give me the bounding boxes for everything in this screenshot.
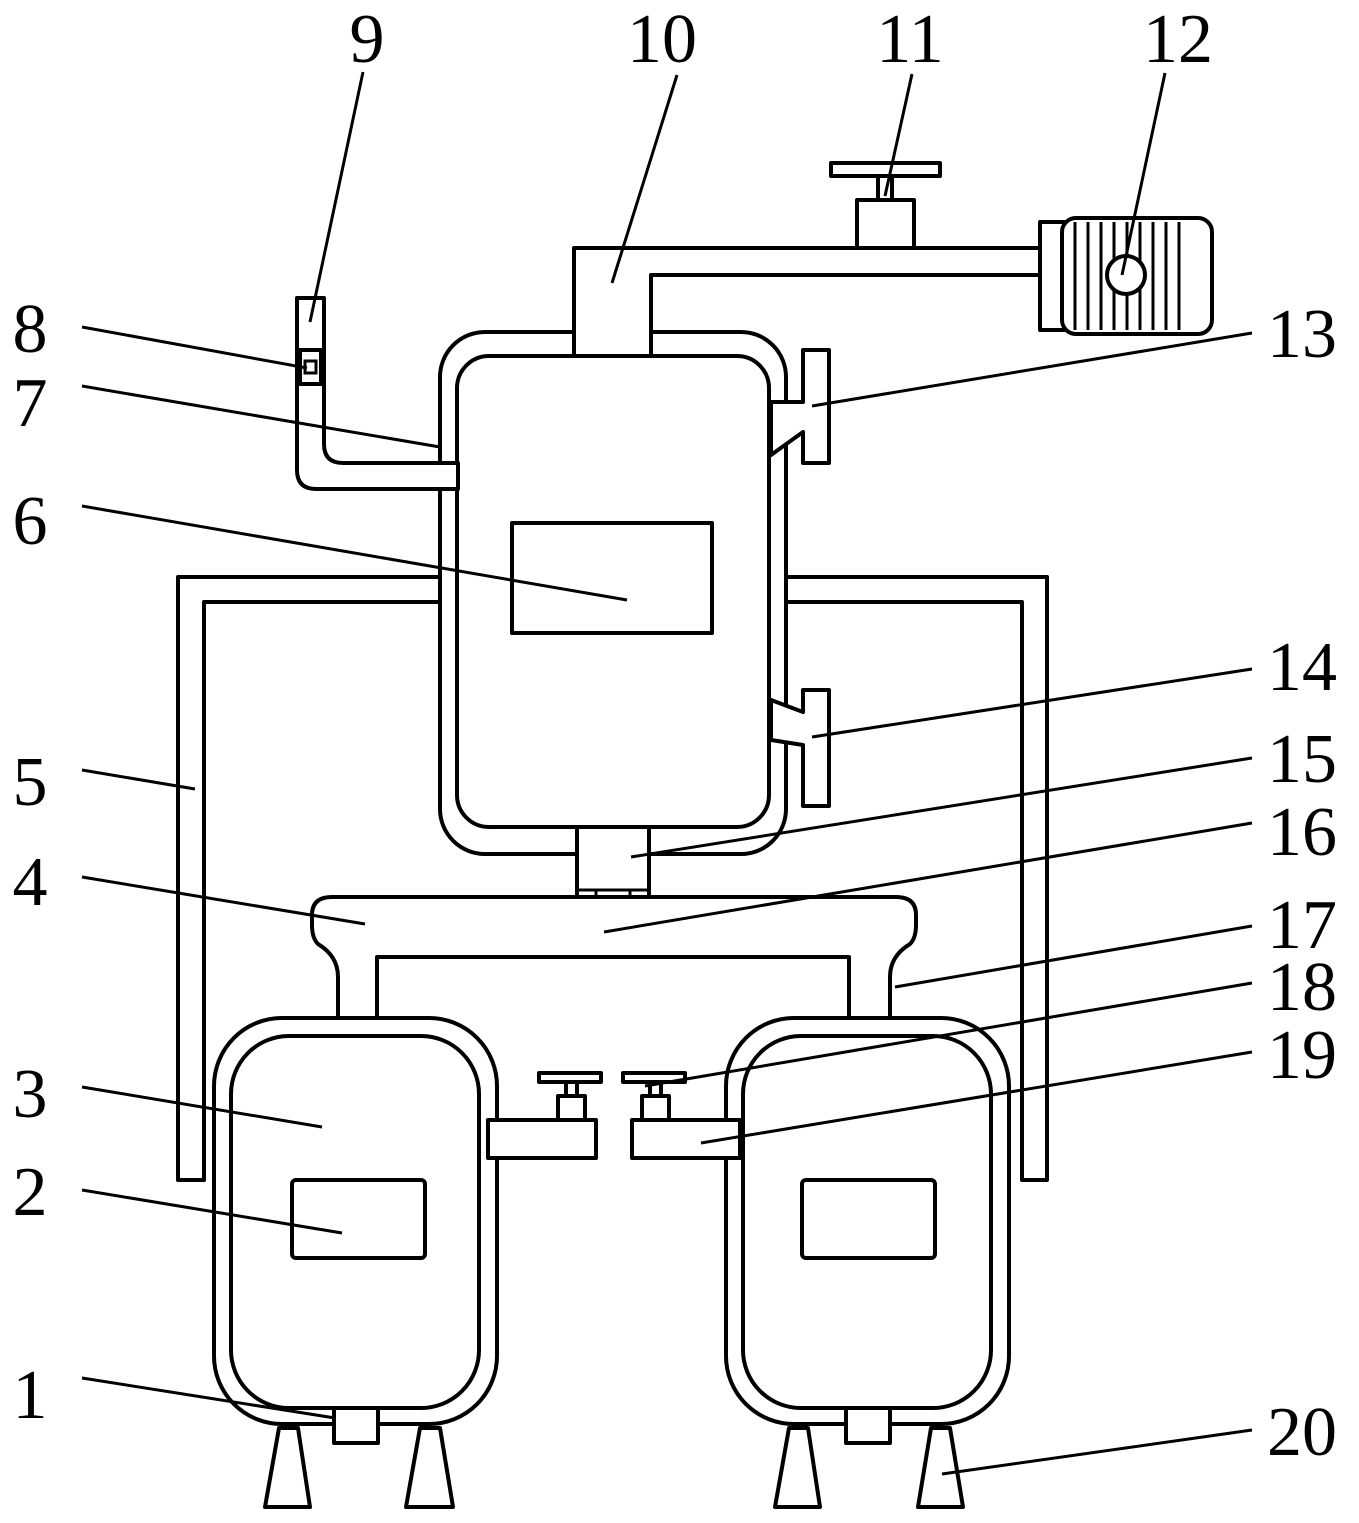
callout-8: 8: [13, 291, 48, 368]
callout-10: 10: [627, 1, 697, 78]
right-tank-leg: [773, 1426, 822, 1509]
manifold: [310, 895, 918, 1038]
callout-12: 12: [1143, 1, 1213, 78]
leader-lines: [81, 71, 1253, 1476]
callout-9: 9: [350, 1, 385, 78]
callout-6: 6: [13, 483, 48, 560]
callout-11: 11: [876, 1, 943, 78]
upper-port-14: [769, 688, 831, 808]
lower-left-tank: [212, 1016, 499, 1509]
motor: [1038, 216, 1214, 336]
callout-14: 14: [1267, 629, 1337, 706]
right-tank-leg: [916, 1426, 965, 1509]
upper-tank: [438, 330, 788, 856]
callout-7: 7: [13, 365, 48, 442]
callout-16: 16: [1267, 794, 1337, 871]
upper-tank-window: [510, 521, 714, 635]
callout-2: 2: [13, 1154, 48, 1231]
callout-5: 5: [13, 744, 48, 821]
right-tank-window: [800, 1178, 937, 1260]
upper-port-13: [769, 348, 831, 465]
left-tank-window: [290, 1178, 427, 1260]
right-tank-drain: [844, 1406, 892, 1445]
callout-labels: 1 2 3 4 5 6 7 8 9 10 11 12 13 14 15 16 1…: [13, 1, 1338, 1471]
lower-right-tank: [724, 1016, 1011, 1509]
left-tank-leg: [263, 1426, 312, 1509]
callout-18: 18: [1267, 949, 1337, 1026]
top-pipe: [572, 246, 1044, 358]
callout-17: 17: [1267, 887, 1337, 964]
callout-4: 4: [13, 844, 48, 921]
callout-19: 19: [1267, 1017, 1337, 1094]
left-connector: [486, 1071, 603, 1160]
inlet-pipe: [295, 296, 460, 491]
right-connector: [621, 1071, 742, 1160]
callout-13: 13: [1267, 296, 1337, 373]
callout-20: 20: [1267, 1394, 1337, 1471]
top-valve: [829, 161, 942, 250]
callout-3: 3: [13, 1056, 48, 1133]
callout-1: 1: [13, 1357, 48, 1434]
left-tank-drain: [332, 1406, 380, 1445]
callout-15: 15: [1267, 721, 1337, 798]
left-tank-leg: [404, 1426, 455, 1509]
